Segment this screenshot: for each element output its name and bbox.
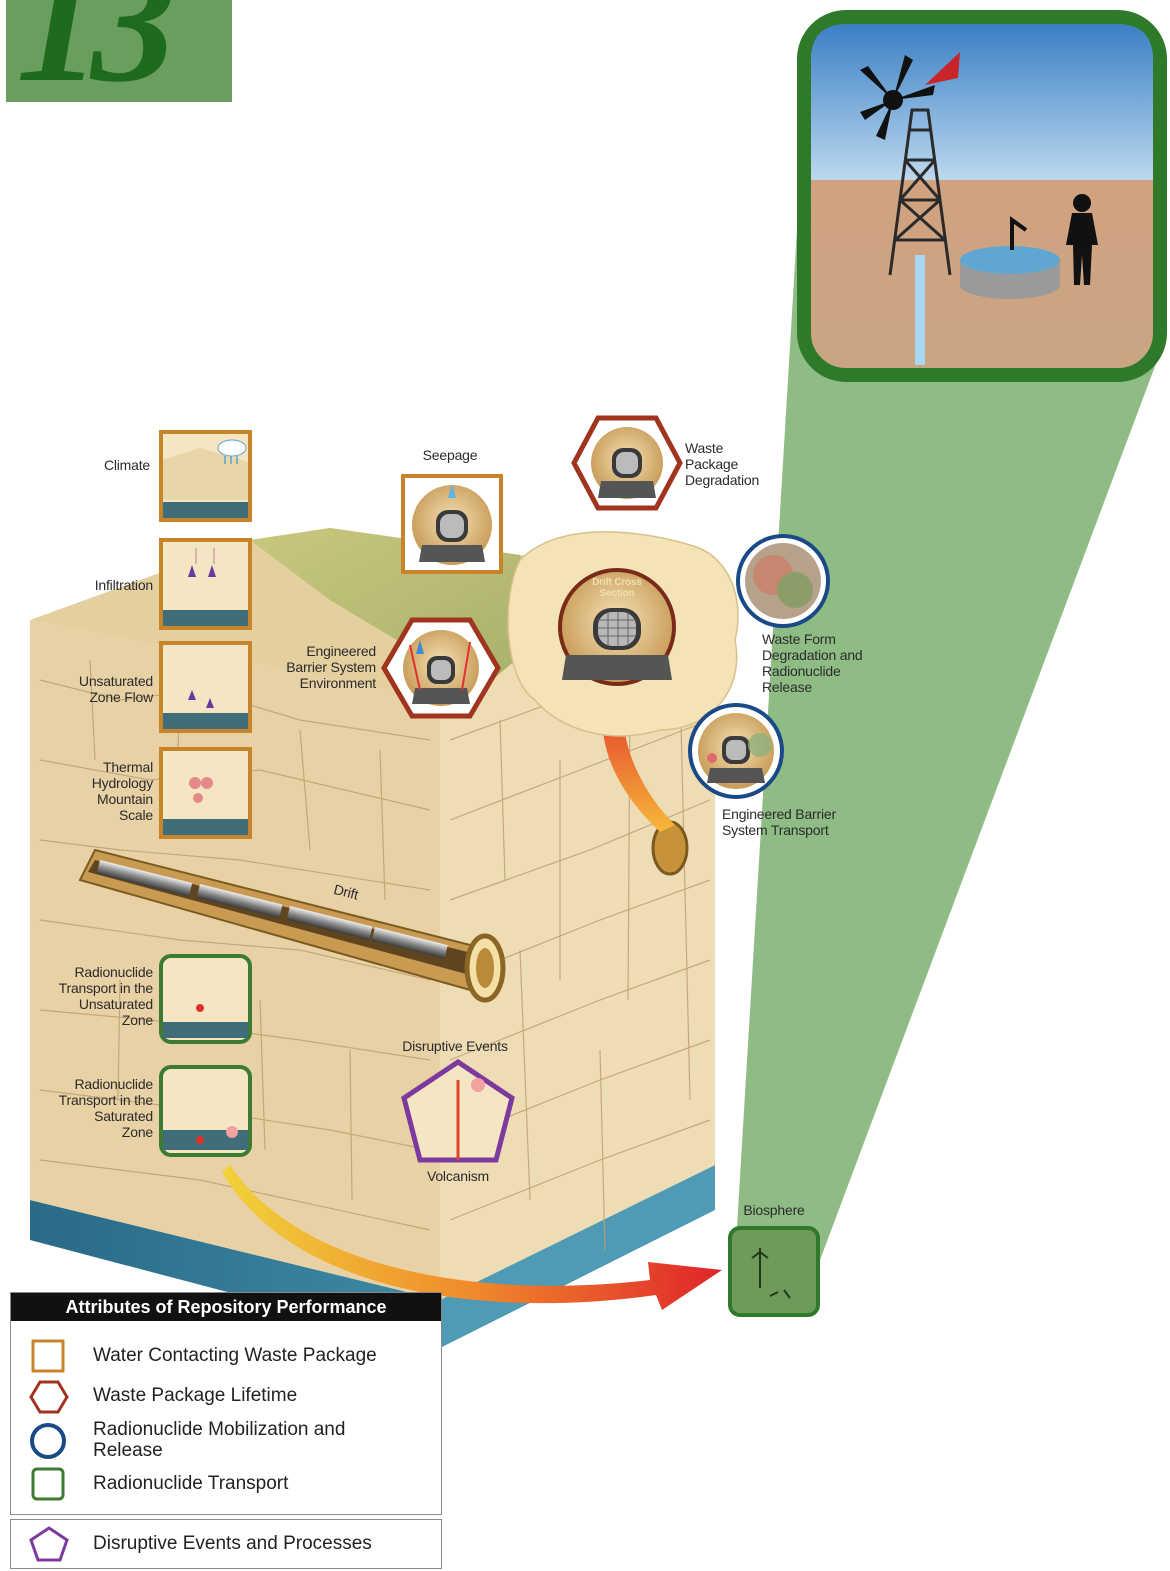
thermal-hydrology-icon [159,747,252,839]
label-rt-uz-line1: Radionuclide [74,964,153,980]
waste-package-degradation-icon [571,415,683,511]
infiltration-icon [159,538,252,630]
square-orange-icon [31,1339,65,1373]
square-green-icon [31,1467,65,1501]
legend-item-waste-package-lifetime: Waste Package Lifetime [11,1377,441,1417]
label-ebs-environment: Engineered Barrier System Environment [245,643,376,691]
label-wfd-line4: Release [762,679,812,695]
hexagon-red-icon [29,1380,69,1414]
biosphere-icon [728,1226,820,1317]
legend-title: Attributes of Repository Performance [11,1293,441,1321]
legend-label: Water Contacting Waste Package [93,1345,377,1366]
label-rt-sz: Radionuclide Transport in the Saturated … [20,1076,154,1140]
label-wpd-line3: Degradation [685,472,760,488]
label-uz-flow-line2: Zone Flow [89,689,153,705]
legend-label-line1: Radionuclide Mobilization and [93,1419,346,1440]
label-rt-sz-line1: Radionuclide [74,1076,153,1092]
windmill [888,108,952,276]
label-thermal-hydrology: Thermal Hydrology Mountain Scale [40,759,153,823]
label-th-line4: Scale [118,807,153,823]
legend-label: Radionuclide Transport [93,1473,289,1494]
pentagon-purple-icon [29,1526,69,1562]
label-waste-form: Waste Form Degradation and Radionuclide … [762,631,912,695]
label-rt-uz-line2: Transport in the [58,980,154,996]
legend-label: Waste Package Lifetime [93,1385,298,1406]
biosphere-arrow [222,1165,722,1310]
label-drift-cross-section: Drift Cross Section [577,577,657,599]
biosphere-scene [797,10,1167,382]
label-ebs-env-line1: Engineered [306,643,376,659]
label-rt-sz-line4: Zone [121,1124,153,1140]
legend: Attributes of Repository Performance Wat… [10,1292,442,1515]
label-rt-uz-line4: Zone [121,1012,153,1028]
label-seepage: Seepage [422,447,478,463]
ebs-environment-icon [381,617,501,719]
well-pipe [915,255,925,365]
label-wpd-line1: Waste [685,440,724,456]
label-uz-flow: Unsaturated Zone Flow [40,673,153,705]
waste-form-degradation-icon [736,534,830,628]
legend-label-line2: Release [93,1440,163,1461]
label-ebs-env-line2: Barrier System [286,659,376,675]
label-disruptive-events: Disruptive Events [402,1038,508,1054]
label-wfd-line1: Waste Form [762,631,836,647]
rt-sz-icon [159,1065,252,1157]
drift-tunnel [78,848,506,1003]
label-wpd-line2: Package [685,456,739,472]
label-infiltration: Infiltration [94,577,153,593]
label-rt-sz-line2: Transport in the [58,1092,154,1108]
label-biosphere: Biosphere [743,1202,805,1218]
biosphere-zoom-cone [735,180,1163,1260]
label-volcanism: Volcanism [426,1168,489,1184]
label-ebs-env-line3: Environment [299,675,377,691]
drift-cross-section-icon [558,568,676,686]
label-climate: Climate [103,457,150,473]
ebs-transport-icon [688,703,784,799]
windmill-vane [925,52,960,85]
windmill-rotor [860,55,935,140]
chapter-number-badge: 13 [6,0,232,102]
label-ebs-tr-line2: System Transport [722,822,829,838]
label-rt-uz: Radionuclide Transport in the Unsaturate… [20,964,154,1028]
label-th-line2: Hydrology [91,775,153,791]
label-wfd-line2: Degradation and [762,647,863,663]
label-ebs-transport: Engineered Barrier System Transport [722,806,882,838]
seepage-icon [401,474,503,574]
legend-item-water-contacting: Water Contacting Waste Package [11,1337,441,1377]
label-wfd-line3: Radionuclide [762,663,841,679]
uz-flow-icon [159,641,252,733]
label-rt-sz-line3: Saturated [94,1108,153,1124]
rt-uz-icon [159,954,252,1044]
label-th-line3: Mountain [97,791,153,807]
climate-icon [159,430,252,522]
label-uz-flow-line1: Unsaturated [78,673,153,689]
person-silhouette [1066,194,1098,285]
chapter-number: 13 [16,0,176,102]
volcanism-icon [401,1058,515,1163]
circle-blue-icon [30,1423,66,1459]
label-th-line1: Thermal [103,759,153,775]
label-rt-uz-line3: Unsaturated [78,996,153,1012]
label-drift-cs-line1: Drift Cross [592,577,642,588]
legend-item-radionuclide-transport: Radionuclide Transport [11,1465,441,1505]
label-waste-package-degradation: Waste Package Degradation [685,440,805,488]
legend-disruptive: Disruptive Events and Processes [10,1519,442,1569]
legend-item-radionuclide-mobilization: Radionuclide Mobilization and Release [11,1417,441,1463]
legend-label: Disruptive Events and Processes [93,1533,372,1554]
label-ebs-tr-line1: Engineered Barrier [722,806,836,822]
label-drift-cs-line2: Section [599,588,635,599]
